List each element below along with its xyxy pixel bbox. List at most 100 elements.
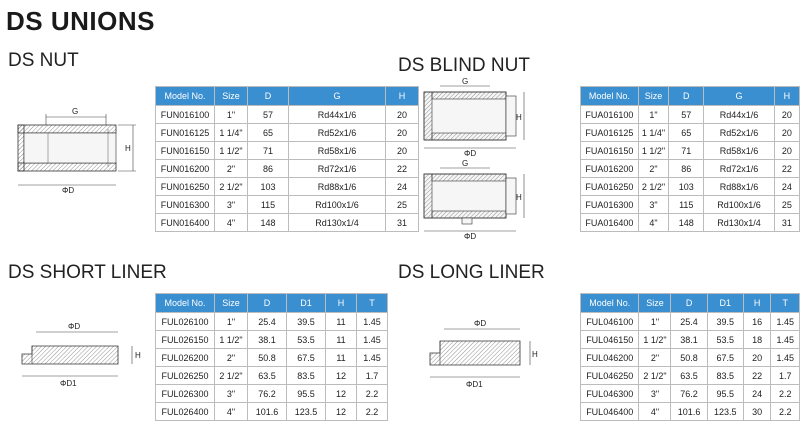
cell: 1.7: [770, 366, 800, 385]
cell: 50.8: [247, 348, 287, 367]
cell: FUL026400: [155, 402, 215, 421]
cell: 1.45: [356, 348, 388, 367]
cell: 123.5: [286, 402, 326, 421]
cell: 86: [247, 159, 289, 178]
cell: 1 1/2": [214, 330, 248, 349]
cell: 20: [773, 141, 800, 160]
cell: 103: [247, 177, 289, 196]
cell: 12: [325, 402, 357, 421]
nut-dim-g: G: [72, 107, 78, 116]
cell: FUL046150: [579, 330, 640, 349]
column-header: Size: [637, 86, 670, 106]
cell: Rd58x1/6: [288, 141, 386, 160]
page-title: DS UNIONS: [6, 6, 155, 36]
cell: 39.5: [286, 312, 326, 331]
column-header: H: [742, 293, 772, 313]
cell: 65: [247, 123, 289, 142]
blind-nut-drawing: G H ΦD G H ΦD: [412, 76, 532, 242]
cell: Rd44x1/6: [703, 105, 775, 124]
cell: 1.45: [770, 348, 800, 367]
cell: 18: [742, 330, 772, 349]
section-title-nut: DS NUT: [8, 50, 79, 71]
cell: 16: [742, 312, 772, 331]
blind-nut-dim-d-lower: ΦD: [464, 232, 476, 241]
cell: 2.2: [356, 402, 388, 421]
cell: 4": [638, 402, 672, 421]
cell: Rd72x1/6: [288, 159, 386, 178]
cell: 39.5: [706, 312, 744, 331]
cell: 31: [773, 213, 800, 232]
long-liner-dim-h: H: [532, 350, 538, 359]
long-liner-drawing: ΦD H ΦD1: [420, 315, 540, 395]
cell: 2": [214, 159, 248, 178]
cell: 2": [214, 348, 248, 367]
cell: 148: [668, 213, 705, 232]
cell: 1": [638, 312, 672, 331]
cell: Rd100x1/6: [703, 195, 775, 214]
cell: 101.6: [670, 402, 708, 421]
cell: 1.45: [356, 312, 388, 331]
cell: 3": [637, 195, 670, 214]
cell: 3": [214, 384, 248, 403]
cell: FUN016250: [155, 177, 215, 196]
section-title-long-liner: DS LONG LINER: [398, 262, 545, 283]
column-header: D1: [286, 293, 326, 313]
cell: 2": [638, 348, 672, 367]
cell: Rd100x1/6: [288, 195, 386, 214]
cell: FUN016200: [155, 159, 215, 178]
cell: 57: [247, 105, 289, 124]
column-header: Model No.: [155, 293, 215, 313]
cell: Rd130x1/4: [703, 213, 775, 232]
cell: Rd44x1/6: [288, 105, 386, 124]
cell: 22: [773, 159, 800, 178]
cell: FUL046250: [579, 366, 640, 385]
cell: FUN016400: [155, 213, 215, 232]
column-header: Model No.: [155, 86, 215, 106]
cell: 101.6: [247, 402, 287, 421]
cell: 63.5: [670, 366, 708, 385]
cell: 24: [742, 384, 772, 403]
cell: 2": [637, 159, 670, 178]
cell: 67.5: [286, 348, 326, 367]
table-header-row: Model No. Size D D1 H T: [155, 293, 388, 313]
cell: 2 1/2": [214, 366, 248, 385]
cell: 65: [668, 123, 705, 142]
cell: 4": [214, 402, 248, 421]
cell: FUL046400: [579, 402, 640, 421]
cell: 38.1: [247, 330, 287, 349]
cell: FUA016125: [580, 123, 639, 142]
cell: 1 1/2": [214, 141, 248, 160]
nut-drawing: G H ΦD: [8, 105, 148, 195]
cell: 83.5: [706, 366, 744, 385]
cell: FUL026100: [155, 312, 215, 331]
column-header: D1: [706, 293, 744, 313]
cell: 103: [668, 177, 705, 196]
cell: 3": [214, 195, 248, 214]
cell: 1 1/2": [638, 330, 672, 349]
cell: Rd52x1/6: [703, 123, 775, 142]
cell: FUN016100: [155, 105, 215, 124]
blind-nut-dim-h-upper: H: [516, 113, 522, 122]
cell: FUN016300: [155, 195, 215, 214]
cell: 53.5: [286, 330, 326, 349]
cell: 67.5: [706, 348, 744, 367]
cell: 12: [325, 366, 357, 385]
long-liner-dim-d: ΦD: [474, 319, 486, 328]
column-header: G: [703, 86, 775, 106]
section-title-blind-nut: DS BLIND NUT: [398, 55, 530, 76]
cell: 148: [247, 213, 289, 232]
section-title-short-liner: DS SHORT LINER: [8, 262, 167, 283]
